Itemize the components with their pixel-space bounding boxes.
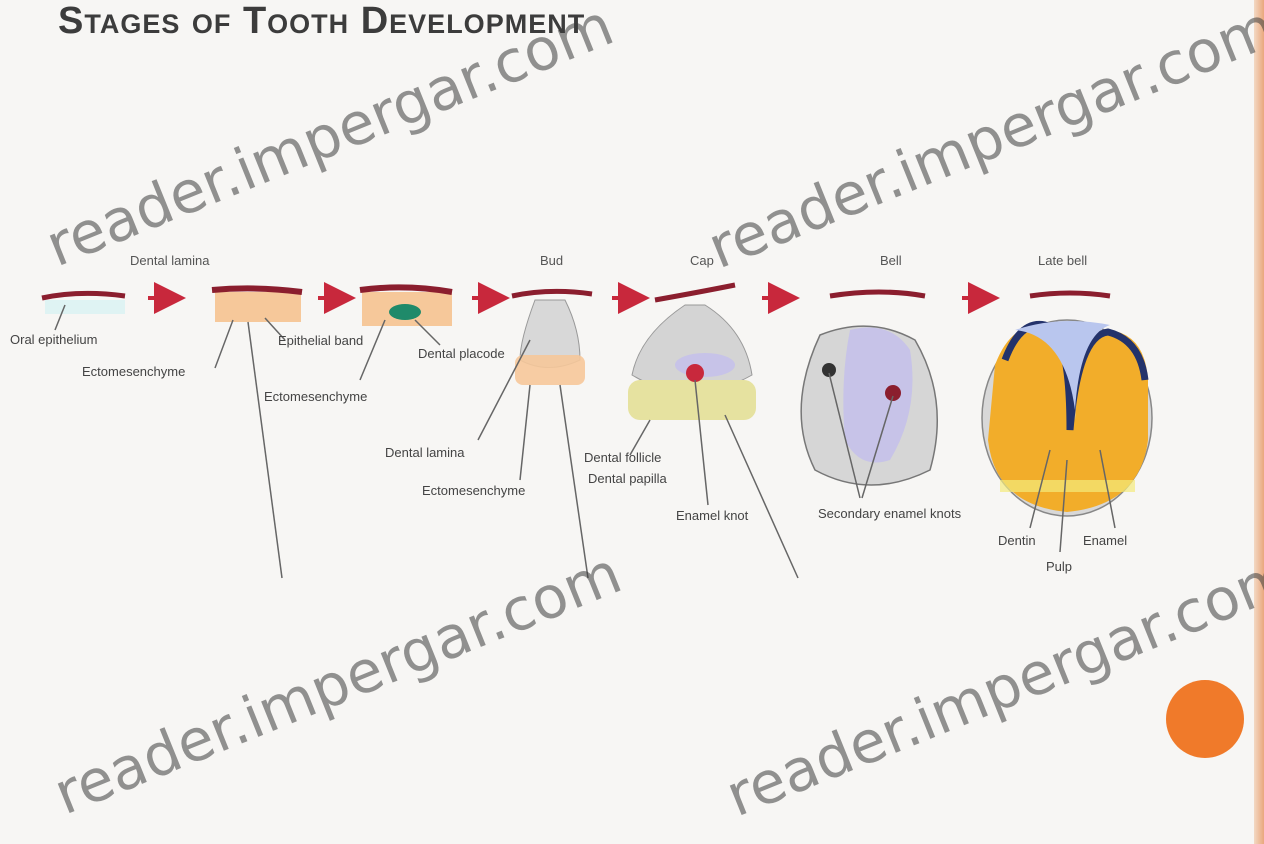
stage-dental-placode	[360, 287, 452, 326]
label-pulp: Pulp	[1046, 559, 1072, 574]
label-enamel: Enamel	[1083, 533, 1127, 548]
label-oral-epithelium: Oral epithelium	[10, 332, 97, 347]
label-dental-papilla: Dental papilla	[588, 471, 668, 486]
orange-circle-button[interactable]	[1166, 680, 1244, 758]
stage-label-bud: Bud	[540, 253, 563, 268]
label-secondary-enamel-knots: Secondary enamel knots	[818, 506, 962, 521]
stage-bell	[801, 292, 937, 485]
label-ectomesenchyme-1: Ectomesenchyme	[82, 364, 185, 379]
leader-lines	[55, 305, 1115, 578]
stage-cap	[628, 285, 756, 420]
stage-label-dental-lamina: Dental lamina	[130, 253, 210, 268]
stage-label-late-bell: Late bell	[1038, 253, 1087, 268]
stage-label-cap: Cap	[690, 253, 714, 268]
label-dentin: Dentin	[998, 533, 1036, 548]
stage-late-bell	[982, 293, 1152, 516]
label-dental-follicle: Dental follicle	[584, 450, 661, 465]
label-enamel-knot: Enamel knot	[676, 508, 749, 523]
label-ectomesenchyme-2: Ectomesenchyme	[264, 389, 367, 404]
stage-bud	[512, 291, 592, 385]
label-ectomesenchyme-3: Ectomesenchyme	[422, 483, 525, 498]
stage-label-bell: Bell	[880, 253, 902, 268]
label-dental-lamina: Dental lamina	[385, 445, 465, 460]
label-epithelial-band: Epithelial band	[278, 333, 363, 348]
stage-initiation	[42, 293, 125, 314]
label-dental-placode: Dental placode	[418, 346, 505, 361]
stage-epithelial-band	[212, 288, 302, 322]
